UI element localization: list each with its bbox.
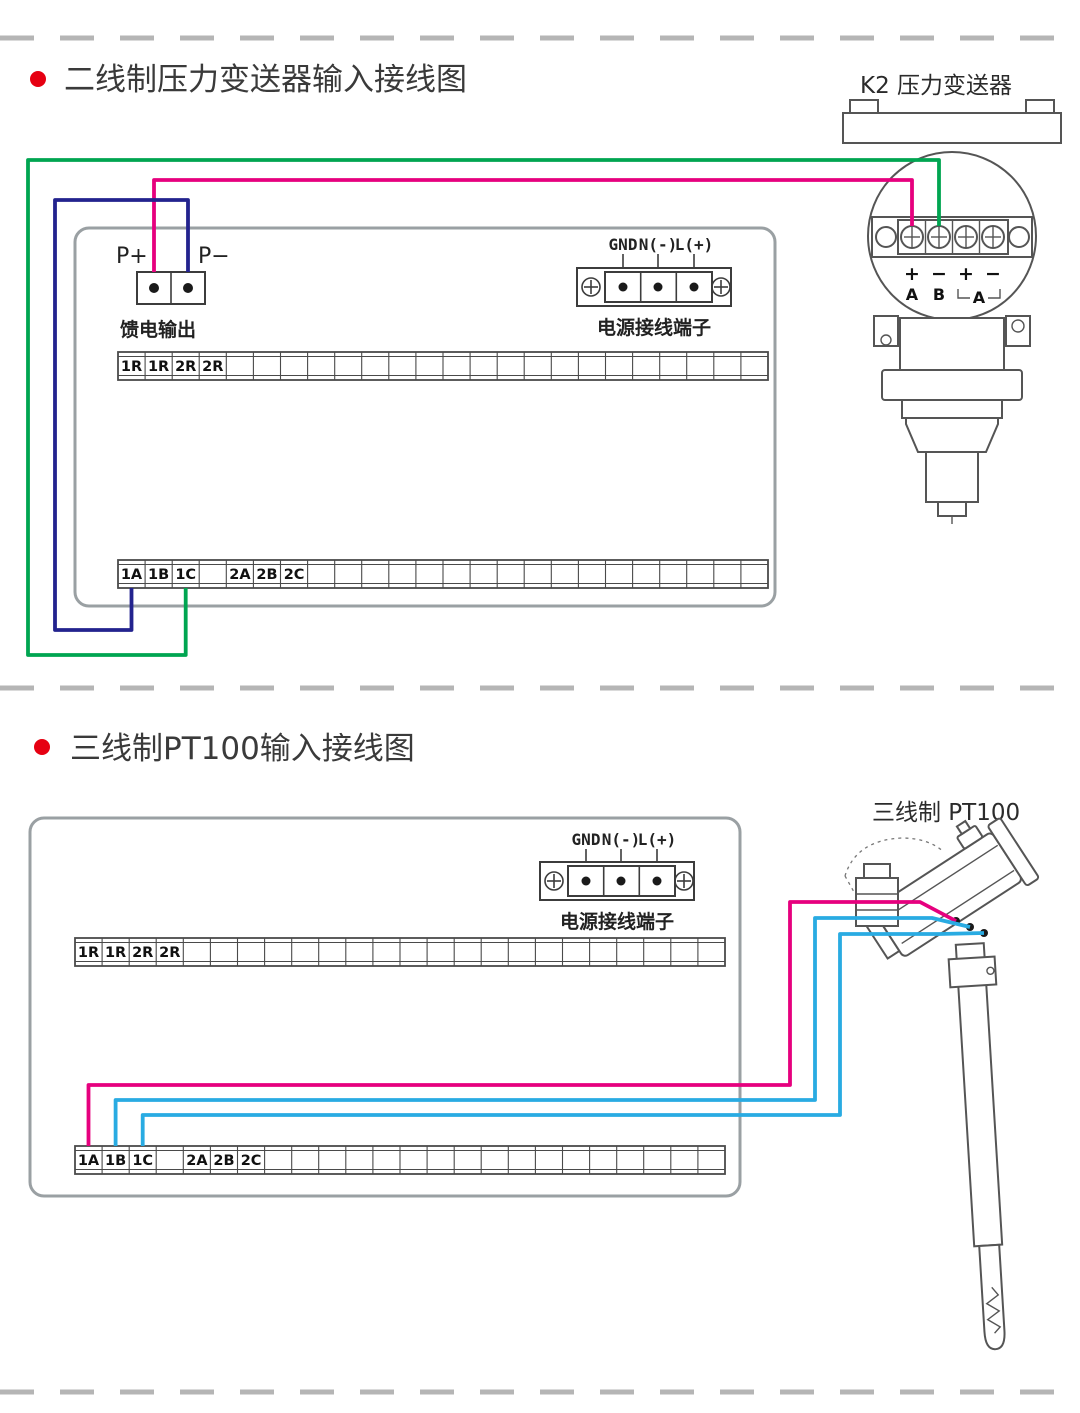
rail-cell-label: 1R (121, 359, 142, 375)
svg-text:+: + (904, 263, 920, 285)
wire-magenta-probe-to-1a (86, 900, 957, 1146)
p-minus-label: P− (198, 244, 230, 269)
terminal-screw-icon (954, 225, 978, 249)
n-label: N(-) (602, 830, 641, 849)
rail-cell-label: 1B (105, 1153, 126, 1169)
feed-output-terminal-block: P+ P− 馈电输出 (116, 244, 230, 341)
rail-cell-label: 2R (202, 359, 223, 375)
rail-cell-label: 1A (121, 567, 143, 583)
pressure-transmitter-figure: + − + − A B A (842, 99, 1062, 524)
terminal-rail-2-bottom: 1A 1B 1C 2A 2B 2C (74, 1145, 726, 1175)
rail-cell-label: 1B (148, 567, 169, 583)
l-label: L(+) (638, 830, 677, 849)
terminal-rail-1-bottom: 1A 1B 1C 2A 2B 2C (117, 559, 769, 589)
pt100-probe-figure (844, 817, 1040, 1351)
rail-cell-label: 2B (256, 567, 277, 583)
power-terminal-label: 电源接线端子 (560, 910, 674, 933)
transmitter-label: K2 压力变送器 (860, 73, 1012, 99)
rail-cell-label: 2B (213, 1153, 234, 1169)
terminal-rail-2-top: 1R 1R 2R 2R (74, 937, 726, 967)
wire-cyan-probe-to-1b (113, 916, 971, 1146)
probe-sheath (947, 942, 1006, 1351)
svg-text:−: − (931, 263, 947, 285)
rail-cell-label: 2R (175, 359, 196, 375)
terminal-screw-icon (981, 225, 1005, 249)
section2-title: 三线制PT100输入接线图 (70, 731, 415, 767)
rail-cell-label: 2R (159, 945, 180, 961)
gnd-label: GND (572, 830, 601, 849)
svg-text:A: A (973, 288, 986, 307)
screw-icon (581, 277, 601, 297)
rail-cell-label: 1R (105, 945, 126, 961)
wire-magenta-transmitter-to-pplus (152, 178, 914, 272)
p-plus-label: P+ (116, 244, 148, 269)
rail-cell-label: 2A (229, 567, 251, 583)
rail-cell-label: 2C (284, 567, 305, 583)
wire-navy-pminus-to-1a (53, 198, 190, 632)
l-label: L(+) (675, 235, 714, 254)
gnd-label: GND (609, 235, 638, 254)
rail-cell-dividers (144, 560, 742, 588)
svg-text:B: B (933, 285, 945, 304)
n-label: N(-) (639, 235, 678, 254)
rail-cell-label: 2A (186, 1153, 208, 1169)
power-terminal-block-2: GND N(-) L(+) 电源接线端子 (539, 830, 695, 933)
rail-cell-label: 2R (132, 945, 153, 961)
power-terminal-label: 电源接线端子 (597, 316, 711, 339)
rail-cell-label: 1R (148, 359, 169, 375)
terminal-rail-1-top: 1R 1R 2R 2R (117, 351, 769, 381)
svg-text:−: − (985, 263, 1001, 285)
probe-head (863, 817, 1040, 960)
terminal-screw-icon (900, 225, 924, 249)
section1-two-wire-transmitter: 二线制压力变送器输入接线图 K2 压力变送器 P+ P− 馈电输出 GND N(… (26, 62, 1062, 657)
rail-cell-label: 1C (175, 567, 196, 583)
rail-cell-dividers (101, 938, 699, 966)
screw-icon (544, 871, 564, 891)
section2-three-wire-pt100: 三线制PT100输入接线图 三线制 PT100 GND N(-) L(+) (28, 731, 1040, 1351)
rail-cell-label: 2C (241, 1153, 262, 1169)
screw-icon (711, 277, 731, 297)
wire-cyan-probe-to-1c (140, 931, 985, 1146)
svg-text:A: A (906, 285, 919, 304)
terminal-screw-icon (927, 225, 951, 249)
bullet-icon (30, 71, 46, 87)
feed-output-label: 馈电输出 (120, 318, 196, 341)
section1-title: 二线制压力变送器输入接线图 (64, 62, 467, 98)
rail-cell-dividers (144, 352, 742, 380)
rail-cell-label: 1C (132, 1153, 153, 1169)
svg-text:+: + (958, 263, 974, 285)
power-terminal-block-1: GND N(-) L(+) 电源接线端子 (576, 235, 732, 339)
rail-cell-dividers (101, 1146, 699, 1174)
device-box-1 (73, 226, 777, 608)
rail-cell-label: 1R (78, 945, 99, 961)
rail-cell-label: 1A (78, 1153, 100, 1169)
screw-icon (674, 871, 694, 891)
bullet-icon (34, 739, 50, 755)
wire-green-transmitter-to-1c (26, 158, 941, 657)
